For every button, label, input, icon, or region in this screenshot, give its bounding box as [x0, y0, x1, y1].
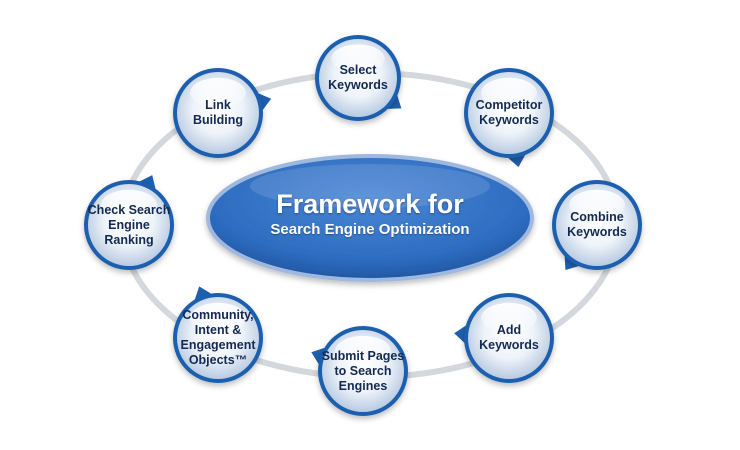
node-label-link-building: Link Building: [193, 98, 243, 127]
node-bubble-link-building: [173, 68, 263, 158]
node-label-competitor-keywords: Competitor Keywords: [475, 98, 543, 127]
node-bubble-submit-pages: [318, 326, 408, 416]
node-bubble-check-ranking: [84, 180, 174, 270]
node-bubble-combine-keywords: [552, 180, 642, 270]
node-bubble-add-keywords: [464, 293, 554, 383]
node-label-check-ranking: Check Search Engine Ranking: [87, 202, 171, 247]
node-bubbles: [84, 35, 642, 416]
node-bubble-community-intent: [173, 293, 263, 383]
node-bubble-competitor-keywords: [464, 68, 554, 158]
node-bubble-select-keywords: [315, 35, 401, 121]
node-label-community-intent: Community, Intent & Engagement Objects™: [180, 308, 256, 367]
center-ellipse: [206, 154, 534, 282]
diagram-title: Framework for: [276, 189, 464, 219]
node-label-submit-pages: Submit Pages to Search Engines: [321, 348, 405, 393]
node-label-select-keywords: Select Keywords: [328, 63, 388, 92]
diagram-subtitle: Search Engine Optimization: [270, 221, 470, 238]
node-label-combine-keywords: Combine Keywords: [567, 210, 627, 239]
node-label-add-keywords: Add Keywords: [479, 323, 539, 352]
